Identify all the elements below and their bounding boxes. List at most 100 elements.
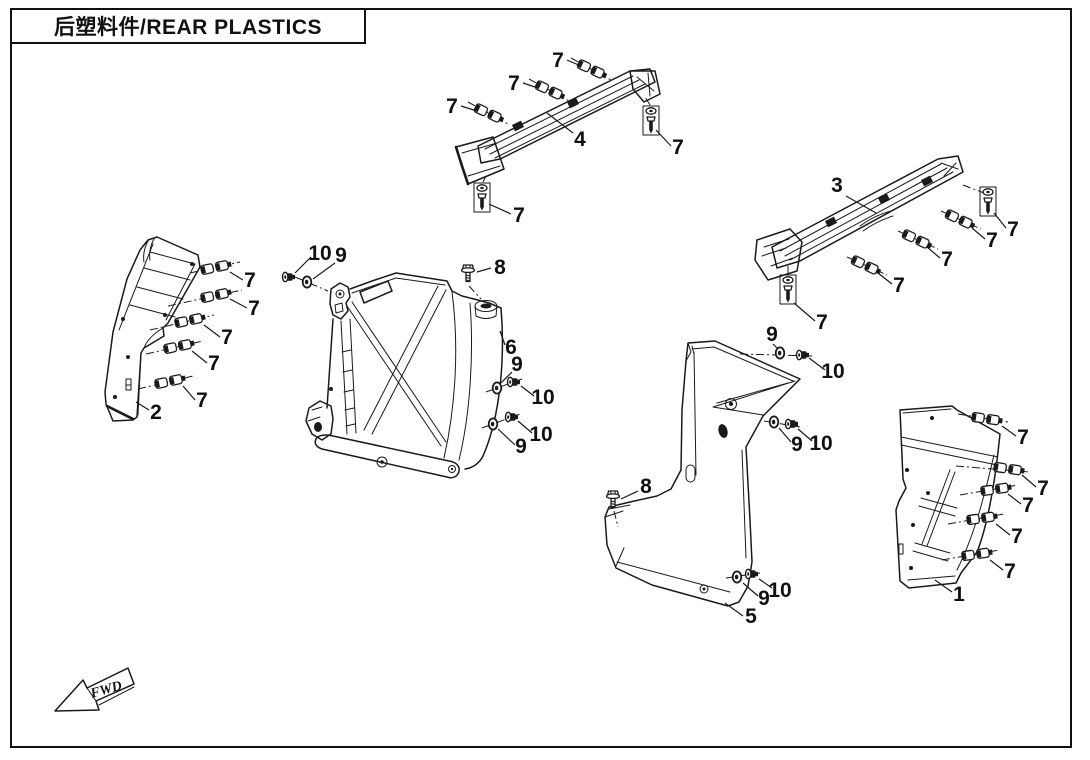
callout-label-1: 1 <box>953 583 965 606</box>
callout-leader-line <box>620 490 639 500</box>
bolt-washer-pair-icon <box>472 102 506 125</box>
bolt-washer-pair-icon <box>992 461 1026 477</box>
callout-leader-line <box>971 227 986 240</box>
title-box: 后塑料件/REAR PLASTICS <box>10 8 366 44</box>
callout-label-7: 7 <box>248 297 260 320</box>
callout-leader-line <box>488 203 512 215</box>
bolt-washer-pair-icon <box>965 510 999 526</box>
bolt-washer-pair-icon <box>575 58 609 81</box>
callout-label-7: 7 <box>816 311 828 334</box>
callout-leader-line <box>1001 425 1017 437</box>
callout-label-7: 7 <box>196 389 208 412</box>
callout-leader-line <box>182 385 196 401</box>
bolt-washer-pair-icon <box>199 258 233 276</box>
callout-leader-line <box>229 298 248 309</box>
callout-label-10: 10 <box>529 423 552 446</box>
callout-leader-line <box>772 343 779 350</box>
washer-icon <box>487 417 499 431</box>
callout-leader-line <box>793 302 816 322</box>
callout-label-7: 7 <box>672 136 684 159</box>
callout-label-7: 7 <box>1011 525 1023 548</box>
callout-leader-line <box>655 129 672 147</box>
nut-icon <box>784 418 799 430</box>
callout-leader-line <box>758 578 773 589</box>
callout-label-5: 5 <box>745 605 757 628</box>
callout-leader-line <box>993 212 1007 229</box>
screw-icon <box>473 182 491 213</box>
callout-label-9: 9 <box>335 244 347 267</box>
callout-label-7: 7 <box>244 269 256 292</box>
washer-icon <box>301 275 313 289</box>
washer-icon <box>491 381 503 395</box>
callout-label-9: 9 <box>515 435 527 458</box>
callout-leader-line <box>797 428 813 442</box>
fastener-axis-line <box>644 96 651 106</box>
flange-bolt-icon <box>281 271 296 283</box>
bolt-washer-pair-icon <box>162 337 196 355</box>
bolt-washer-pair-icon <box>849 254 883 277</box>
part-6-center-panel <box>305 272 504 479</box>
callout-leader-line <box>229 271 244 281</box>
bolt-washer-pair-icon <box>900 228 934 251</box>
callout-leader-line <box>294 256 312 274</box>
part-1-right-panel <box>895 405 1001 589</box>
callout-label-9: 9 <box>791 433 803 456</box>
callout-leader-line <box>522 82 539 89</box>
callout-leader-line <box>778 427 792 443</box>
callout-label-8: 8 <box>640 475 652 498</box>
callout-label-7: 7 <box>1007 218 1019 241</box>
callout-leader-line <box>566 59 582 67</box>
bolt-washer-pair-icon <box>199 286 233 304</box>
callout-leader-line <box>845 195 877 214</box>
part-4-upper-trim <box>454 68 661 186</box>
fastener-axis-line <box>482 175 487 183</box>
callout-label-10: 10 <box>821 360 844 383</box>
callout-label-7: 7 <box>1037 477 1049 500</box>
callout-label-10: 10 <box>308 242 331 265</box>
bolt-washer-pair-icon <box>970 411 1004 427</box>
callout-label-9: 9 <box>758 587 770 610</box>
bolt-washer-pair-icon <box>533 79 567 102</box>
bolt-washer-pair-icon <box>979 481 1013 497</box>
callout-leader-line <box>135 401 150 411</box>
callout-label-8: 8 <box>494 256 506 279</box>
callout-leader-line <box>460 105 478 112</box>
callout-leader-line <box>877 272 893 285</box>
callout-leader-line <box>520 385 535 397</box>
fastener-axis-line <box>468 285 482 300</box>
callout-label-7: 7 <box>941 248 953 271</box>
flange-screw-icon <box>460 264 476 283</box>
callout-leader-line <box>989 559 1004 571</box>
callout-label-7: 7 <box>1017 426 1029 449</box>
page-title: 后塑料件/REAR PLASTICS <box>53 16 322 39</box>
bolt-washer-pair-icon <box>943 208 977 231</box>
part-3-side-trim <box>754 155 964 281</box>
callout-leader-line <box>926 246 941 259</box>
callout-leader-line <box>203 324 221 338</box>
page-border <box>10 8 1072 748</box>
callout-label-9: 9 <box>511 353 523 376</box>
callout-leader-line <box>1021 474 1037 488</box>
callout-label-7: 7 <box>986 229 998 252</box>
callout-label-10: 10 <box>809 432 832 455</box>
callout-label-7: 7 <box>208 352 220 375</box>
leader-lines-layer <box>135 59 1037 617</box>
callout-leader-line <box>934 579 953 593</box>
nut-icon <box>504 411 519 423</box>
callout-leader-line <box>742 582 759 597</box>
callout-label-7: 7 <box>508 72 520 95</box>
nut-icon <box>506 376 521 388</box>
callout-label-10: 10 <box>531 386 554 409</box>
callout-leader-line <box>724 602 744 617</box>
fastener-axis-line <box>613 510 619 528</box>
fastener-axis-line <box>955 465 1031 473</box>
screw-icon <box>779 274 797 305</box>
fastener-axis-line <box>962 184 985 194</box>
callout-label-7: 7 <box>1004 560 1016 583</box>
callout-leader-line <box>476 267 492 273</box>
bolt-washer-pair-icon <box>173 311 207 329</box>
nut-icon <box>744 568 759 580</box>
washer-icon <box>731 570 743 584</box>
callout-leader-line <box>497 428 516 446</box>
